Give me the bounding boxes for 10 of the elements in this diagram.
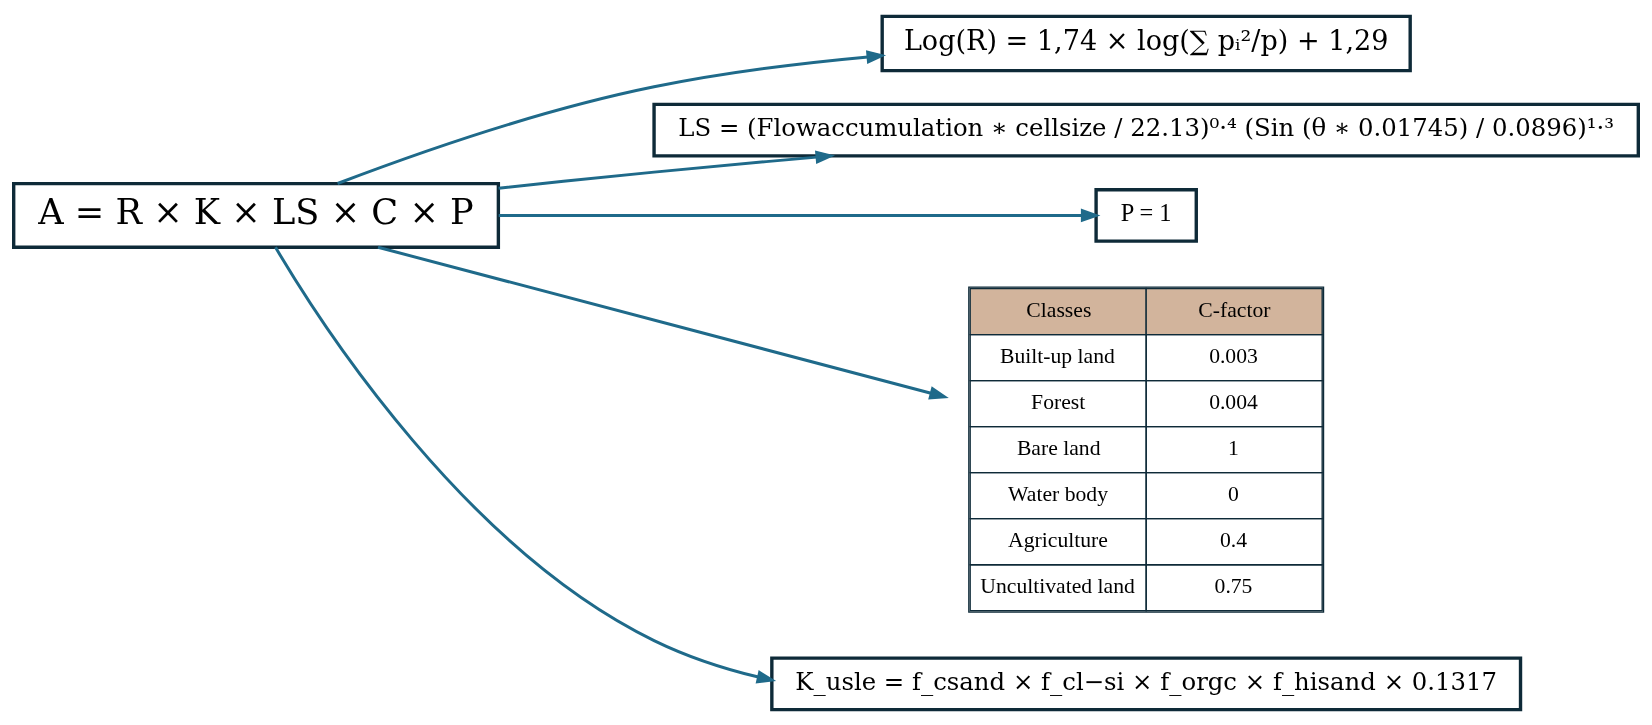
node-box: A = R × K × LS × C × P — [12, 181, 501, 249]
node-box: P = 1 — [1094, 187, 1198, 243]
arrow — [377, 245, 949, 400]
node-box: K_usle = f_csand × f_cl−si × f_orgc × f_hisand × 0.1317 — [770, 655, 1523, 711]
arrow — [498, 208, 1101, 222]
node-box: LS = (Flowaccumulation ∗ cellsize / 22.13)⁰·⁴ (Sin (θ ∗ 0.01745) / 0.0896)¹·³ — [652, 102, 1640, 158]
node-box: Log(R) = 1,74 × log(∑ pᵢ²/p) + 1,29 — [880, 14, 1412, 72]
arrow — [274, 246, 777, 683]
arrow — [337, 49, 887, 185]
arrow — [498, 149, 836, 190]
